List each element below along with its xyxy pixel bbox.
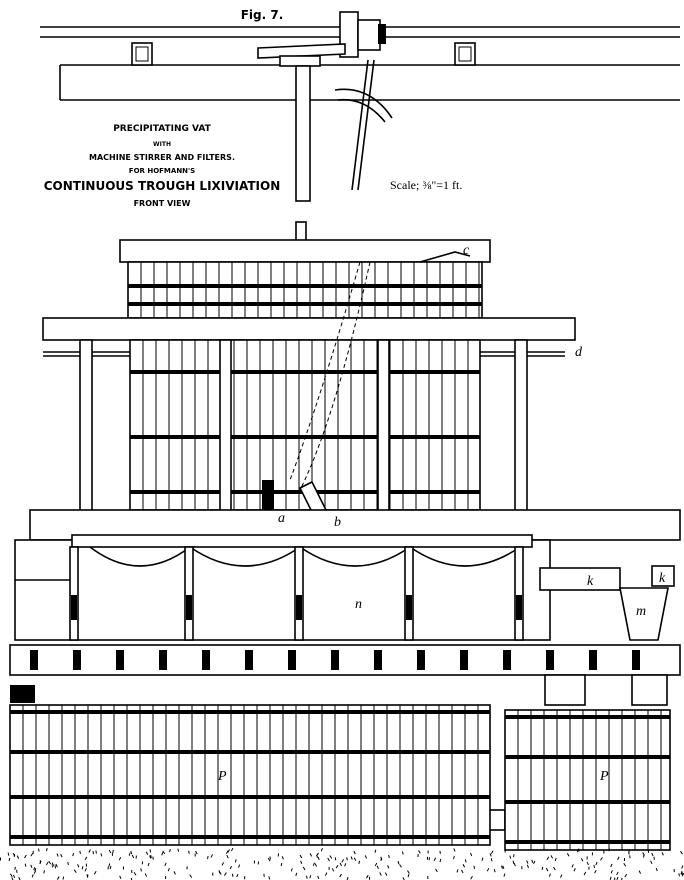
- filter-post-band: [296, 595, 302, 620]
- filter-post: [70, 547, 78, 640]
- rail-block: [159, 650, 167, 670]
- label-n: n: [355, 597, 362, 612]
- rail-block: [417, 650, 425, 670]
- filter-post-band: [516, 595, 522, 620]
- hoop: [505, 800, 670, 804]
- precipitating-vat: [43, 222, 575, 536]
- rail-block: [30, 650, 38, 670]
- filter-post-band: [186, 595, 192, 620]
- rail-block: [245, 650, 253, 670]
- hoop: [10, 835, 490, 839]
- post: [378, 340, 389, 520]
- rail-block: [288, 650, 296, 670]
- label-b: b: [334, 515, 341, 530]
- hoop: [10, 795, 490, 799]
- vat-p-left-body: [10, 705, 490, 845]
- bearing-block-right: [455, 43, 475, 65]
- rail-block: [503, 650, 511, 670]
- label-d: d: [575, 345, 583, 360]
- post: [220, 340, 231, 520]
- rail-block: [632, 650, 640, 670]
- scale-note: Scale; ⅜"=1 ft.: [390, 178, 462, 192]
- hoop: [10, 710, 490, 714]
- vat-upper-staves: [128, 262, 482, 318]
- trough-k: [540, 568, 620, 590]
- rail-block: [460, 650, 468, 670]
- figure-title: Fig. 7. PRECIPITATING VAT WITH MACHINE S…: [44, 8, 463, 208]
- rail-beam: [10, 645, 680, 675]
- label-a: a: [278, 511, 285, 526]
- rail-block: [202, 650, 210, 670]
- ground: [0, 848, 683, 880]
- filter-post-band: [71, 595, 77, 620]
- vat-upper-staves-body: [128, 262, 482, 318]
- hoop: [505, 840, 670, 844]
- post: [515, 340, 527, 520]
- vat-lower-staves: [130, 340, 480, 510]
- title-line: FOR HOFMANN'S: [129, 167, 195, 175]
- launder: [545, 675, 585, 705]
- hoop: [128, 302, 482, 306]
- filter-post-band: [406, 595, 412, 620]
- vat-p-right: [505, 710, 670, 850]
- label-k-box: k: [659, 571, 666, 586]
- filter-post: [515, 547, 523, 640]
- filter-post: [185, 547, 193, 640]
- title-line: CONTINUOUS TROUGH LIXIVIATION: [44, 179, 281, 193]
- hoop: [128, 284, 482, 288]
- filter-section: [10, 510, 680, 705]
- hoop: [505, 715, 670, 719]
- rail-block: [73, 650, 81, 670]
- filter-post: [295, 547, 303, 640]
- gear-wheel: [10, 685, 35, 703]
- filter-frame: [15, 540, 550, 640]
- label-p-right: P: [599, 769, 609, 784]
- rail-block: [331, 650, 339, 670]
- vat-top-beam: [120, 240, 490, 262]
- rail-block: [116, 650, 124, 670]
- vat-p-right-body: [505, 710, 670, 850]
- title-line: PRECIPITATING VAT: [113, 124, 211, 134]
- post: [80, 340, 92, 520]
- title-line: MACHINE STIRRER AND FILTERS.: [89, 153, 235, 162]
- lever-rod: [352, 60, 374, 190]
- hoop: [130, 370, 480, 374]
- label-c: c: [463, 243, 470, 258]
- hoop: [10, 750, 490, 754]
- rail-block: [546, 650, 554, 670]
- bearing-block-left: [132, 43, 152, 65]
- title-line: FRONT VIEW: [134, 199, 191, 208]
- label-k-trough: k: [587, 574, 594, 589]
- stirrer-shaft: [296, 66, 310, 201]
- lower-vats: [10, 685, 670, 850]
- title-line: WITH: [153, 141, 171, 148]
- label-p-left: P: [217, 769, 227, 784]
- filter-post: [405, 547, 413, 640]
- label-m: m: [636, 604, 646, 619]
- rail-block: [589, 650, 597, 670]
- platform-beam: [43, 318, 575, 340]
- figure-number: Fig. 7.: [241, 8, 284, 22]
- rail-block: [374, 650, 382, 670]
- hoop: [505, 755, 670, 759]
- vat-p-left: [10, 705, 490, 845]
